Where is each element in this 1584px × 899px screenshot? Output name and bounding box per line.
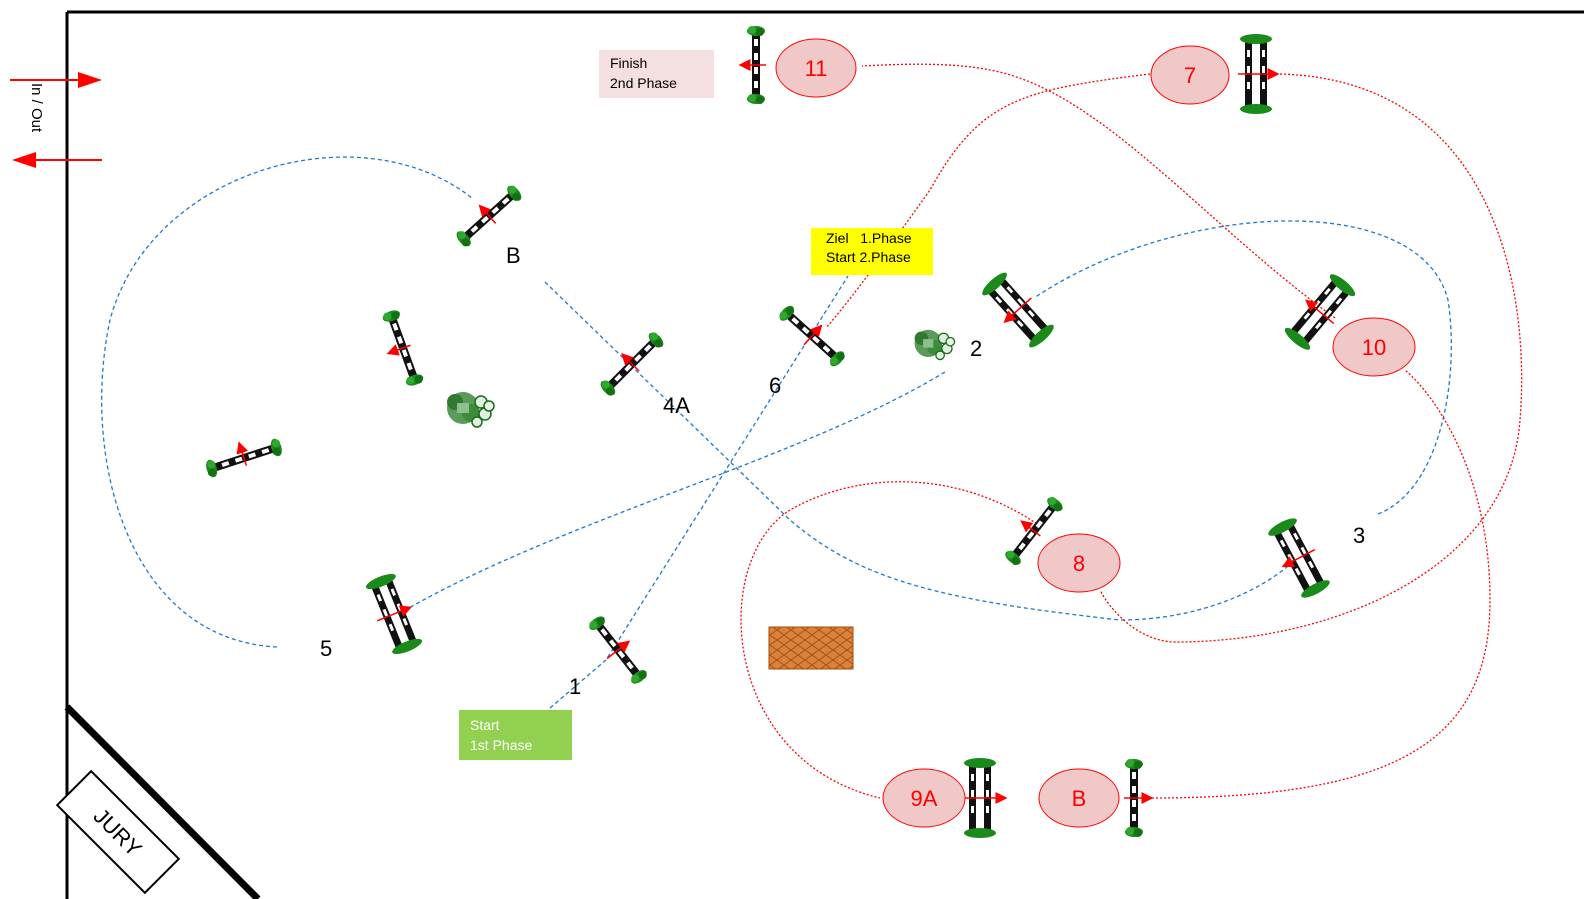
- entrance-arrows: [10, 72, 102, 168]
- phase1-track: [101, 156, 1452, 709]
- in-out-label: In / Out: [28, 83, 45, 133]
- oxer-jump-7-icon: [1238, 34, 1280, 114]
- start-box-line1: Start: [470, 717, 500, 733]
- badge-9b: B: [1038, 768, 1120, 828]
- jump-number-b: B: [506, 243, 521, 268]
- jump-number-2: 2: [970, 336, 982, 361]
- badge-9a-label: 9A: [911, 786, 938, 811]
- jump-number-5: 5: [320, 636, 332, 661]
- ziel-box-line1: Ziel 1.Phase: [826, 230, 912, 246]
- fence-jump-8-icon: [997, 490, 1065, 567]
- ziel-box-line2: Start 2.Phase: [826, 249, 911, 265]
- start-box-line2: 1st Phase: [470, 737, 532, 753]
- badge-10-label: 10: [1362, 335, 1386, 360]
- badge-11: 11: [775, 38, 857, 98]
- oxer-jump-2-icon: [979, 269, 1057, 351]
- finish-box-line2: 2nd Phase: [610, 75, 677, 91]
- start-box: Start 1st Phase: [459, 710, 572, 760]
- badge-8-label: 8: [1073, 551, 1085, 576]
- arena-border: [64, 10, 1584, 899]
- jump-number-1: 1: [569, 674, 581, 699]
- badge-9a: 9A: [882, 768, 966, 828]
- finish-box-line1: Finish: [610, 55, 647, 71]
- oxer-jump-10-icon: [1282, 271, 1358, 353]
- fence-jump-icon: [375, 308, 425, 390]
- badge-10: 10: [1332, 317, 1416, 377]
- ziel-box: Ziel 1.Phase Start 2.Phase: [811, 228, 933, 275]
- water-tray-icon: [768, 626, 854, 670]
- jump-number-6: 6: [769, 373, 781, 398]
- oxer-jump-5-icon: [364, 570, 424, 658]
- badge-7-label: 7: [1184, 63, 1196, 88]
- oxer-jump-3-icon: [1266, 515, 1332, 601]
- jury-box: JURY: [55, 769, 181, 895]
- finish-box: Finish 2nd Phase: [599, 50, 714, 98]
- fence-jump-6-icon: [775, 299, 850, 371]
- bush-decoration-icon: [913, 329, 956, 361]
- fence-jump-b-icon: [451, 179, 525, 249]
- fence-jump-icon: [202, 431, 284, 479]
- badge-7: 7: [1150, 45, 1230, 105]
- jump-number-3: 3: [1353, 523, 1365, 548]
- badge-9b-label: B: [1072, 786, 1087, 811]
- oxer-jump-9a-icon: [962, 758, 1008, 838]
- badge-11-label: 11: [805, 56, 828, 81]
- phase2-track: [740, 63, 1523, 799]
- fence-jump-11-icon: [738, 26, 766, 104]
- fence-jump-1-icon: [583, 611, 653, 690]
- fence-jump-4a-icon: [595, 327, 667, 399]
- bush-decoration-icon: [446, 391, 495, 428]
- fence-jump-9b-icon: [1124, 759, 1154, 837]
- badge-8: 8: [1037, 533, 1121, 593]
- jump-number-4a: 4A: [663, 393, 690, 418]
